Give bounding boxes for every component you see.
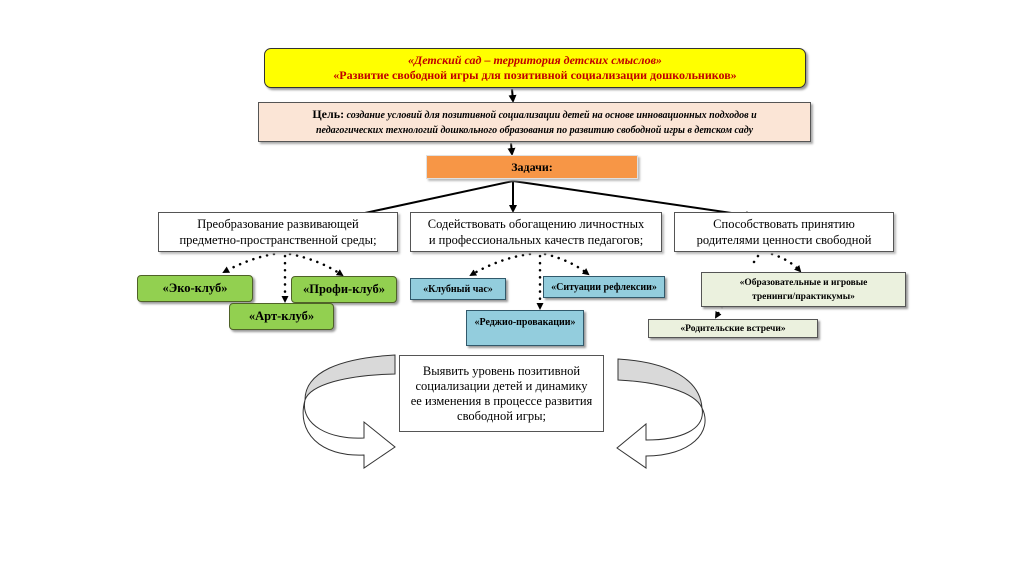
eco-club-box: «Эко-клуб» [137, 275, 253, 302]
result-line: свободной игры; [457, 408, 546, 423]
art-club-box: «Арт-клуб» [229, 303, 334, 330]
result-box: Выявить уровень позитивной социализации … [399, 355, 604, 432]
dotted-to-profi [288, 252, 344, 277]
task-box-teachers: Содействовать обогащению личностных и пр… [410, 212, 662, 252]
dotted-to-club [469, 252, 532, 277]
program-title-box: «Детский сад – территория детских смысло… [264, 48, 806, 88]
club-hour-label: «Клубный час» [423, 283, 493, 295]
task-box-parents: Способствовать принятию родителями ценно… [674, 212, 894, 252]
tasks-header-box: Задачи: [426, 155, 638, 179]
goal-box: Цель: создание условий для позитивной со… [258, 102, 811, 142]
program-title-line1: «Детский сад – территория детских смысло… [408, 53, 662, 67]
trainings-box: «Образовательные и игровые тренинги/прак… [701, 272, 906, 307]
trainings-line2: тренинги/практикумы» [752, 291, 855, 302]
reggio-provocations-label: «Реджио-провакации» [474, 317, 576, 328]
task-text-line2: предметно-пространственной среды; [179, 233, 377, 247]
reflection-situations-box: «Ситуации рефлексии» [543, 276, 665, 298]
tasks-label: Задачи: [511, 159, 553, 174]
dotted-to-eco [222, 252, 276, 274]
result-line: Выявить уровень позитивной [422, 363, 581, 378]
cycle-arrow-left [302, 354, 396, 469]
task-box-environment: Преобразование развивающей предметно-про… [158, 212, 398, 252]
goal-text-1: создание условий для позитивной социализ… [346, 109, 757, 121]
result-line: ее изменения в процессе развития [410, 393, 593, 408]
dotted-to-trainings [770, 252, 802, 273]
task-text-line1: Преобразование развивающей [197, 217, 359, 231]
goal-text-2: педагогических технологий дошкольного об… [315, 124, 754, 136]
cycle-arrow-right-band [617, 358, 703, 409]
reflection-situations-label: «Ситуации рефлексии» [551, 281, 657, 293]
eco-club-label: «Эко-клуб» [162, 281, 228, 295]
program-title-line2: «Развитие свободной игры для позитивной … [333, 68, 737, 82]
task-text-line2: родителями ценности свободной [696, 233, 872, 247]
task-text-line1: Содействовать обогащению личностных [427, 217, 645, 231]
reggio-provocations-box: «Реджио-провакации» [466, 310, 584, 346]
arrow-tasks-to-branch3 [512, 180, 754, 220]
cycle-arrow-left-body [302, 399, 396, 469]
cycle-arrow-left-band [304, 354, 396, 401]
profi-club-label: «Профи-клуб» [303, 282, 385, 296]
art-club-label: «Арт-клуб» [248, 309, 315, 323]
cycle-arrow-right-body [616, 407, 706, 469]
parent-meetings-box: «Родительские встречи» [648, 319, 818, 338]
arrow-title-to-goal [508, 88, 517, 103]
task-text-line2: и профессиональных качеств педагогов; [428, 233, 644, 247]
profi-club-box: «Профи-клуб» [291, 276, 397, 303]
task-text-line1: Способствовать принятию [713, 217, 855, 231]
cycle-arrow-right [616, 358, 706, 469]
parent-meetings-label: «Родительские встречи» [680, 323, 786, 334]
goal-line1: Цель: создание условий для позитивной со… [312, 107, 756, 123]
result-line: социализации детей и динамику [415, 378, 588, 393]
dotted-to-situations [543, 252, 590, 276]
goal-label: Цель: [312, 106, 345, 121]
dotted-left-stub [752, 254, 760, 264]
club-hour-box: «Клубный час» [410, 278, 506, 300]
trainings-line1: «Образовательные и игровые [739, 277, 868, 288]
dotted-to-meetings [714, 305, 724, 319]
arrow-goal-to-tasks [507, 142, 516, 156]
